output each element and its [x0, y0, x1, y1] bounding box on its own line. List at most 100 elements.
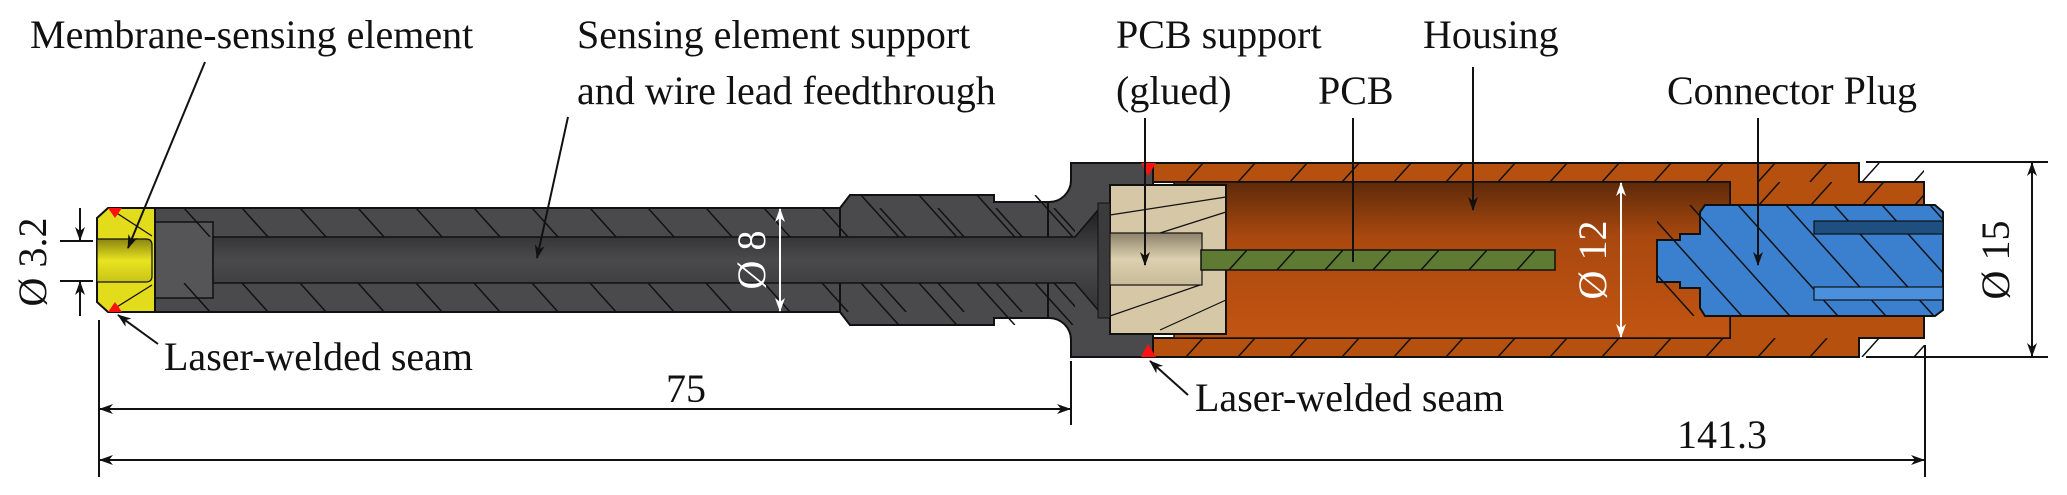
- hatch-line: [821, 208, 849, 237]
- hatch-line: [1034, 283, 1074, 325]
- hatch-line: [705, 283, 733, 312]
- membrane-cavity: [96, 238, 153, 283]
- hatch-line: [473, 283, 501, 312]
- hatch-line: [1549, 338, 1568, 357]
- hatch-group: [1228, 250, 1536, 270]
- hatch-line: [357, 208, 385, 237]
- hatch-line: [1601, 338, 1620, 357]
- tip-diameter-label: Ø 3.2: [10, 218, 55, 307]
- hatch-line: [1657, 273, 1695, 316]
- hatch-line: [299, 283, 327, 312]
- housing-outer-diameter-label: Ø 15: [1973, 221, 2018, 300]
- hatch-line: [1497, 163, 1516, 182]
- tip-counterbore: [154, 221, 214, 299]
- membrane-chamfer-line: [111, 284, 153, 311]
- hatch-line: [995, 283, 1023, 312]
- hatch-group: [183, 208, 1075, 237]
- hatch-line: [415, 283, 443, 312]
- hatch-line: [1913, 169, 1924, 182]
- hatch-line: [1705, 338, 1724, 357]
- hatch-line: [357, 283, 385, 312]
- steel-hatching: [183, 195, 1075, 325]
- hatch-line: [589, 283, 617, 312]
- connector-plug: [1656, 204, 1944, 317]
- leader-support: [534, 116, 569, 259]
- hatch-line: [241, 208, 269, 237]
- pcb: [1200, 249, 1556, 271]
- hatch-group: [860, 283, 1074, 325]
- hatch-group: [1185, 338, 1924, 357]
- hatch-line: [1601, 163, 1620, 182]
- hatch-line: [183, 208, 211, 237]
- hatch-line: [918, 195, 958, 237]
- hatch-group: [1185, 163, 1924, 182]
- hatch-line: [1914, 193, 1924, 206]
- label-wire-lead-feedthrough: and wire lead feedthrough: [577, 68, 996, 113]
- dimension-tip-diameter: [60, 208, 93, 316]
- hatch-line: [1341, 163, 1360, 182]
- support-length-label: 75: [666, 366, 706, 411]
- hatch-line: [415, 208, 443, 237]
- pcb-support-hatch: [1159, 211, 1227, 234]
- hatch-line: [937, 283, 965, 312]
- hatch-line: [879, 208, 907, 237]
- pcb-support-hatch: [1109, 284, 1201, 317]
- housing-bore-diameter-label: Ø 12: [1570, 221, 1615, 300]
- flange-inner-wall: [1097, 202, 1111, 319]
- weld-seam-marker: [1141, 344, 1156, 357]
- hatch-line: [1862, 182, 1885, 206]
- hatch-line: [705, 208, 733, 237]
- hatch-line: [1810, 182, 1833, 206]
- hatch-line: [647, 208, 675, 237]
- hatch-line: [1497, 338, 1516, 357]
- hatch-line: [1034, 195, 1074, 237]
- leader-membrane: [127, 61, 206, 249]
- hatch-line: [879, 283, 907, 312]
- sensing-element-support: [149, 162, 1175, 358]
- pcb-support-hatch: [1109, 196, 1227, 216]
- hatch-line: [1372, 250, 1392, 270]
- dimension-housing-outer: [1866, 161, 2048, 358]
- total-length-label: 141.3: [1677, 412, 1767, 457]
- label-laser-welded-seam-right: Laser-welded seam: [1195, 375, 1504, 420]
- hatch-line: [473, 208, 501, 237]
- hatch-line: [1549, 163, 1568, 182]
- pcb-hatching: [1228, 250, 1536, 270]
- hatch-group: [183, 283, 1075, 312]
- hatch-line: [976, 283, 1016, 325]
- hatch-line: [821, 283, 849, 312]
- hatch-line: [995, 208, 1023, 237]
- pcb-support-hatch: [1159, 299, 1227, 331]
- label-pcb-support-glued: (glued): [1116, 68, 1232, 113]
- hatch-line: [1468, 250, 1488, 270]
- label-pcb-support: PCB support: [1116, 12, 1322, 57]
- hatch-line: [647, 283, 675, 312]
- housing-hatching: [1185, 163, 1924, 357]
- hatch-line: [976, 195, 1016, 237]
- pcb-board: [1200, 249, 1556, 271]
- hatch-line: [1341, 338, 1360, 357]
- leader-lines: [117, 61, 1763, 396]
- hatch-line: [1393, 338, 1412, 357]
- label-sensing-element-support: Sensing element support: [577, 12, 970, 57]
- hatch-line: [1861, 338, 1880, 357]
- label-connector-plug: Connector Plug: [1667, 68, 1917, 113]
- hatch-line: [1445, 163, 1464, 182]
- hatch-line: [1053, 208, 1075, 233]
- label-pcb: PCB: [1318, 68, 1394, 113]
- hatch-line: [1445, 338, 1464, 357]
- dimension-support-length: [98, 320, 1072, 477]
- hatch-line: [1516, 250, 1536, 270]
- hatch-line: [1653, 338, 1672, 357]
- hatch-line: [1757, 338, 1776, 357]
- hatch-line: [1653, 163, 1672, 182]
- hatch-line: [763, 208, 791, 237]
- connector-pin-slot: [1813, 286, 1944, 301]
- hatch-line: [1913, 344, 1924, 357]
- hatch-line: [1237, 163, 1256, 182]
- tube-diameter-label: Ø 8: [729, 231, 774, 290]
- hatch-line: [1705, 163, 1724, 182]
- pcb-support-bore: [1109, 232, 1203, 286]
- hatch-line: [1809, 338, 1828, 357]
